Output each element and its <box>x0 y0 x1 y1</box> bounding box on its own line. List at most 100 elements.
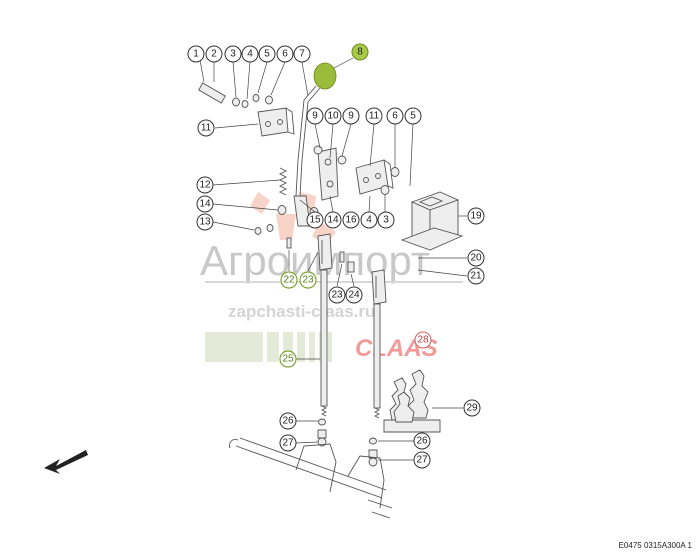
svg-text:5: 5 <box>264 49 270 60</box>
svg-text:13: 13 <box>199 217 211 228</box>
callout-11-right[interactable]: 11 <box>365 107 383 125</box>
callout-13[interactable]: 13 <box>196 213 214 231</box>
callout-3-mid[interactable]: 3 <box>377 211 395 229</box>
callout-2[interactable]: 2 <box>205 45 223 63</box>
part-nut-26a <box>318 418 326 426</box>
part-rod-right <box>373 303 381 419</box>
callout-24[interactable]: 24 <box>345 286 363 304</box>
svg-text:5: 5 <box>410 111 416 122</box>
part-bracket-left <box>257 107 295 137</box>
svg-text:9: 9 <box>348 111 354 122</box>
svg-text:12: 12 <box>199 180 211 191</box>
callout-4-mid[interactable]: 4 <box>360 211 378 229</box>
callout-25[interactable]: 25 <box>279 350 297 368</box>
svg-text:3: 3 <box>383 215 389 226</box>
part-washer-14 <box>277 205 287 215</box>
callout-12[interactable]: 12 <box>196 176 214 194</box>
callout-6-right[interactable]: 6 <box>386 107 404 125</box>
callout-19[interactable]: 19 <box>467 207 485 225</box>
callout-5[interactable]: 5 <box>258 45 276 63</box>
part-right-washer <box>380 185 390 195</box>
svg-text:6: 6 <box>282 49 288 60</box>
part-pin <box>198 82 226 104</box>
svg-text:4: 4 <box>366 215 372 226</box>
callout-28[interactable]: 28 <box>414 331 432 349</box>
part-right-nut <box>390 167 400 177</box>
part-rubber-boots <box>383 369 441 433</box>
part-pin-22 <box>286 237 292 249</box>
watermark-url: zapchasti-claas.ru <box>228 302 375 321</box>
watermark-logo: CLAAS <box>205 332 438 362</box>
svg-text:1: 1 <box>193 49 199 60</box>
callout-1[interactable]: 1 <box>187 45 205 63</box>
callout-16[interactable]: 16 <box>342 211 360 229</box>
callout-10[interactable]: 10 <box>324 107 342 125</box>
part-nut-26b <box>369 437 377 445</box>
callout-26-right[interactable]: 26 <box>413 432 431 450</box>
callout-8[interactable]: 8 <box>351 43 369 61</box>
callout-14-left[interactable]: 14 <box>196 195 214 213</box>
part-small-nut <box>266 224 274 232</box>
callout-7[interactable]: 7 <box>293 45 311 63</box>
part-shaft-assembly <box>229 437 393 519</box>
svg-text:29: 29 <box>466 403 478 414</box>
callout-4[interactable]: 4 <box>241 45 259 63</box>
part-clevis-left <box>317 233 333 271</box>
svg-text:14: 14 <box>327 215 339 226</box>
watermark: Агроимпорт zapchasti-claas.ru CLAAS <box>200 192 463 362</box>
svg-text:24: 24 <box>348 290 360 301</box>
callout-27-left[interactable]: 27 <box>279 434 297 452</box>
callout-22[interactable]: 22 <box>280 271 298 289</box>
callout-26-left[interactable]: 26 <box>279 412 297 430</box>
callout-15[interactable]: 15 <box>306 211 324 229</box>
callouts: 1 2 3 4 5 6 7 8 11 9 10 9 11 6 5 12 14 1… <box>187 43 485 469</box>
callout-29[interactable]: 29 <box>463 399 481 417</box>
callout-5-right[interactable]: 5 <box>404 107 422 125</box>
svg-text:22: 22 <box>283 275 295 286</box>
part-main-lever <box>293 85 321 227</box>
svg-text:28: 28 <box>417 335 429 346</box>
svg-text:23: 23 <box>302 275 314 286</box>
callout-3[interactable]: 3 <box>224 45 242 63</box>
part-bracket-right <box>355 159 394 195</box>
svg-text:4: 4 <box>247 49 253 60</box>
callout-14-mid[interactable]: 14 <box>324 211 342 229</box>
callout-27-right[interactable]: 27 <box>413 451 431 469</box>
svg-text:6: 6 <box>392 111 398 122</box>
svg-text:16: 16 <box>345 215 357 226</box>
part-clevis-right <box>371 269 387 305</box>
part-nut <box>265 95 273 105</box>
svg-text:14: 14 <box>199 199 211 210</box>
callout-23[interactable]: 23 <box>328 286 346 304</box>
callout-21[interactable]: 21 <box>467 267 485 285</box>
part-spring <box>278 167 288 196</box>
svg-text:8: 8 <box>357 47 363 58</box>
leader-lines <box>212 57 468 461</box>
svg-text:9: 9 <box>312 111 318 122</box>
callout-23-green[interactable]: 23 <box>299 271 317 289</box>
arrow-down-left-icon <box>44 450 88 474</box>
callout-9-a[interactable]: 9 <box>306 107 324 125</box>
svg-text:21: 21 <box>470 271 482 282</box>
callout-9-b[interactable]: 9 <box>342 107 360 125</box>
svg-text:7: 7 <box>299 49 305 60</box>
svg-text:23: 23 <box>331 290 343 301</box>
svg-text:26: 26 <box>416 436 428 447</box>
callout-6[interactable]: 6 <box>276 45 294 63</box>
part-rod-left <box>320 269 328 417</box>
svg-text:15: 15 <box>309 215 321 226</box>
part-bushing <box>241 100 249 108</box>
callout-11-left[interactable]: 11 <box>197 119 215 137</box>
svg-text:25: 25 <box>282 354 294 365</box>
svg-text:27: 27 <box>282 438 294 449</box>
svg-text:26: 26 <box>282 416 294 427</box>
svg-text:10: 10 <box>327 111 339 122</box>
part-ring <box>252 94 260 102</box>
part-lever-knob <box>313 62 337 90</box>
reference-code: E0475 0315A300A 1 <box>618 541 692 550</box>
part-pin-23 <box>339 251 345 263</box>
callout-20[interactable]: 20 <box>467 249 485 267</box>
svg-text:11: 11 <box>201 123 212 134</box>
part-small-washer <box>254 227 262 235</box>
